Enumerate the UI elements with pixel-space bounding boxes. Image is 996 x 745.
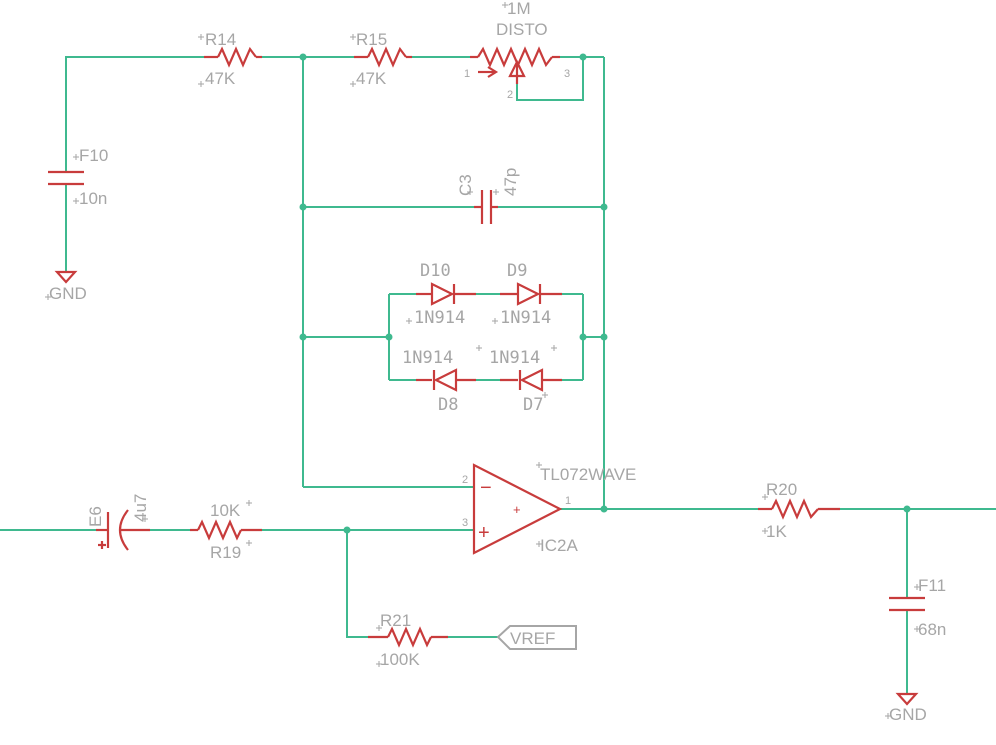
junction-dot — [600, 333, 608, 341]
e6-value: 4u7 — [131, 494, 150, 522]
opamp-minus-sign: − — [480, 477, 492, 499]
resistor-r19[interactable]: 10K R19 — [190, 501, 262, 562]
f11-value: 68n — [918, 620, 946, 639]
junction-dot — [579, 333, 587, 341]
diode-d10[interactable]: D10 1N914 — [414, 261, 476, 328]
opamp-pin-plus: 3 — [462, 517, 468, 529]
pot-pin2: 2 — [507, 89, 513, 101]
junction-dot — [600, 203, 608, 211]
c3-value: 47p — [501, 168, 520, 196]
r15-value: 47K — [356, 69, 387, 88]
capacitor-f11[interactable]: F11 68n — [889, 576, 946, 639]
junction-dot — [600, 505, 608, 513]
junction-dot — [299, 203, 307, 211]
junction-dot — [299, 333, 307, 341]
resistor-r14[interactable]: R14 47K — [204, 30, 262, 88]
d10-ref: D10 — [420, 261, 451, 281]
capacitor-f10[interactable]: F10 10n — [48, 146, 108, 208]
pot-ref: DISTO — [496, 20, 548, 39]
r14-ref: R14 — [205, 30, 236, 49]
capacitor-c3[interactable]: C3 47p — [456, 168, 520, 224]
diode-d7[interactable]: 1N914 D7 — [489, 348, 562, 415]
r19-ref: R19 — [210, 543, 241, 562]
opamp-ref: IC2A — [540, 536, 578, 555]
resistor-r20[interactable]: R20 1K — [758, 480, 840, 541]
c3-ref: C3 — [456, 174, 475, 196]
resistor-r15[interactable]: R15 47K — [354, 30, 412, 88]
d10-value: 1N914 — [414, 308, 465, 328]
r19-value: 10K — [210, 501, 241, 520]
r15-ref: R15 — [356, 30, 387, 49]
opamp-plus-sign: + — [478, 522, 490, 544]
junction-dot — [579, 53, 587, 61]
pot-value: 1M — [507, 0, 531, 18]
d7-value: 1N914 — [489, 348, 540, 368]
opamp-pin-out: 1 — [565, 495, 571, 507]
resistor-r21[interactable]: R21 100K — [368, 611, 448, 669]
junction-dot — [343, 526, 351, 534]
vref-net-label: VREF — [496, 625, 577, 650]
d9-ref: D9 — [507, 261, 527, 281]
junctions — [299, 53, 911, 534]
pot-pin1: 1 — [464, 68, 470, 80]
vref-text: VREF — [510, 629, 555, 648]
r21-value: 100K — [380, 650, 420, 669]
d9-value: 1N914 — [500, 308, 551, 328]
origin-markers — [45, 2, 920, 719]
f10-ref: F10 — [79, 146, 108, 165]
junction-dot — [299, 53, 307, 61]
opamp-center-sign: + — [513, 502, 521, 517]
gnd1-label: GND — [49, 284, 87, 303]
e6-ref: E6 — [86, 506, 105, 527]
opamp-ic2a[interactable]: − + + 2 3 1 TL072WAVE IC2A — [462, 463, 636, 555]
r20-value: 1K — [766, 522, 787, 541]
ground-symbol-2: GND — [889, 692, 927, 724]
r14-value: 47K — [205, 69, 236, 88]
wires — [0, 56, 996, 694]
d8-ref: D8 — [438, 395, 458, 415]
diode-d9[interactable]: D9 1N914 — [500, 261, 562, 328]
opamp-pin-minus: 2 — [462, 474, 468, 486]
gnd2-label: GND — [889, 705, 927, 724]
junction-dot — [903, 505, 911, 513]
f10-value: 10n — [79, 189, 107, 208]
pot-pin3: 3 — [564, 68, 570, 80]
potentiometer-disto[interactable]: 1M DISTO 1 2 3 — [464, 0, 570, 101]
d8-value: 1N914 — [402, 348, 453, 368]
r21-ref: R21 — [380, 611, 411, 630]
f11-ref: F11 — [918, 576, 946, 595]
diode-d8[interactable]: 1N914 D8 — [402, 348, 476, 415]
capacitor-e6[interactable]: E6 4u7 — [86, 494, 150, 551]
junction-dot — [385, 333, 393, 341]
ground-symbol-1: GND — [49, 270, 87, 303]
r20-ref: R20 — [766, 480, 797, 499]
opamp-value: TL072WAVE — [540, 465, 636, 484]
d7-ref: D7 — [523, 395, 543, 415]
